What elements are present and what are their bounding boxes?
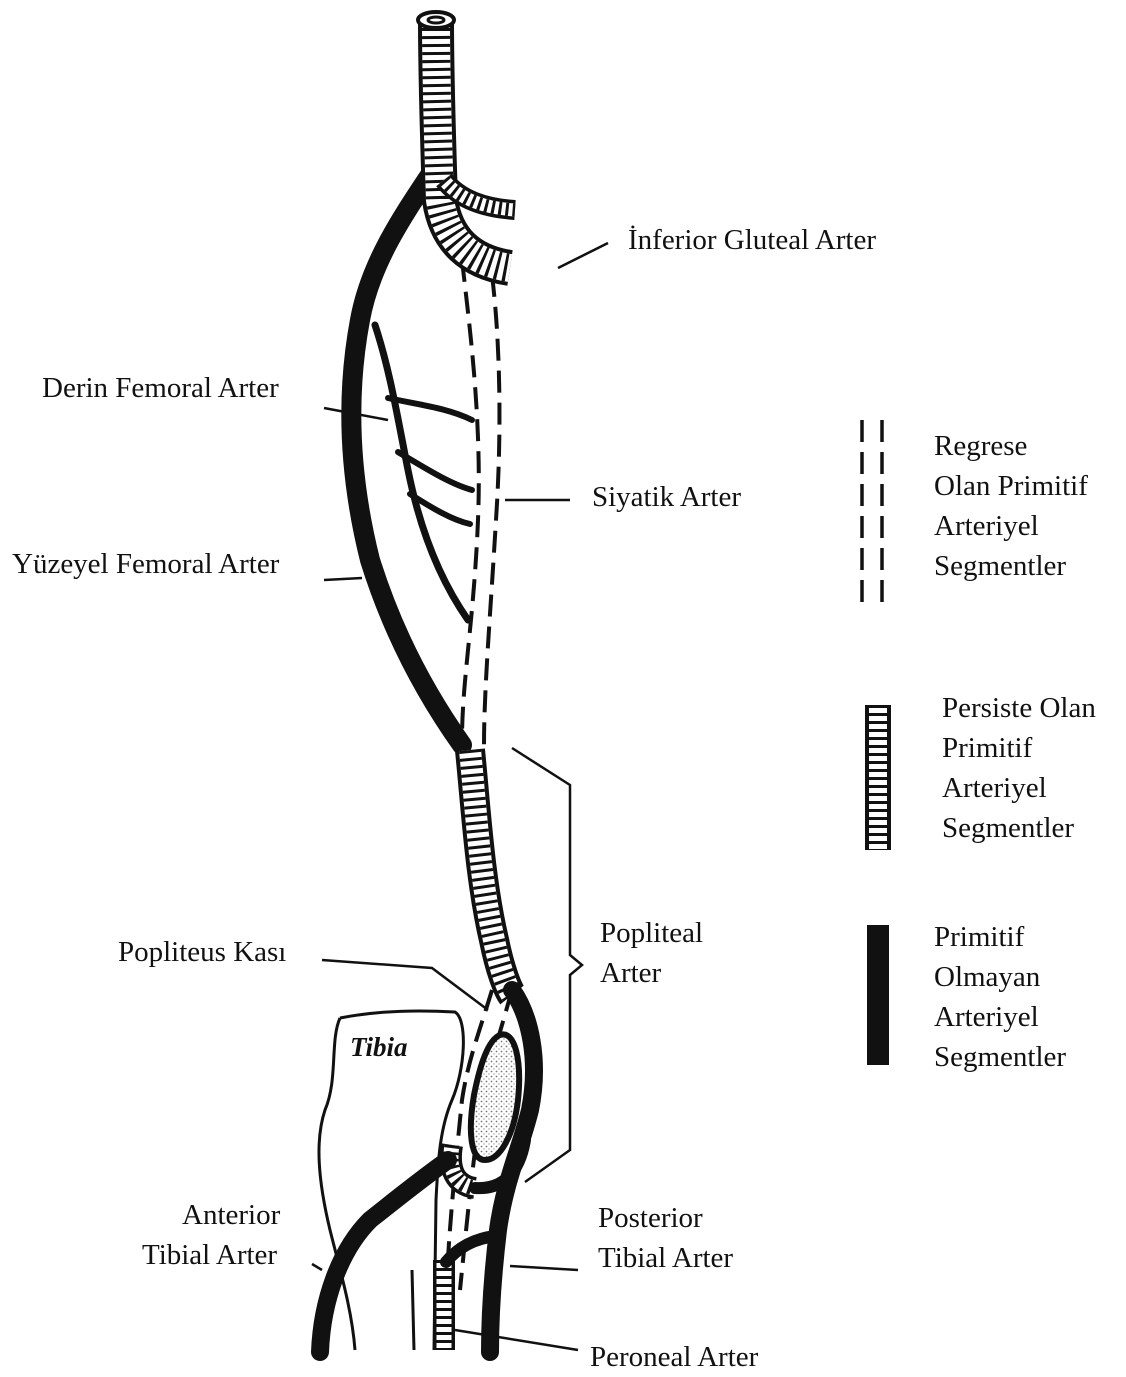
label-anterior-tibial-1: Anterior: [182, 1195, 280, 1235]
label-popliteus-kasi: Popliteus Kası: [118, 932, 286, 972]
legend-ringed: Persiste Olan Primitif Arteriyel Segment…: [942, 688, 1096, 848]
dashed-vessel-icon: [862, 420, 882, 610]
legend-solid: Primitif Olmayan Arteriyel Segmentler: [934, 917, 1066, 1077]
label-siyatik: Siyatik Arter: [592, 477, 741, 517]
label-yuzeyel-femoral: Yüzeyel Femoral Arter: [12, 544, 279, 584]
label-peroneal: Peroneal Arter: [590, 1337, 758, 1377]
legend-text: Olan Primitif: [934, 466, 1088, 506]
label-inferior-gluteal: İnferior Gluteal Arter: [628, 220, 876, 260]
legend-text: Primitif: [942, 728, 1096, 768]
legend-text: Primitif: [934, 917, 1066, 957]
label-popliteal-2: Arter: [600, 953, 661, 993]
label-popliteal-1: Popliteal: [600, 913, 703, 953]
label-tibia: Tibia: [350, 1032, 408, 1063]
legend-dashed: Regrese Olan Primitif Arteriyel Segmentl…: [934, 426, 1088, 586]
legend-text: Segmentler: [942, 808, 1096, 848]
legend-text: Arteriyel: [934, 506, 1088, 546]
legend-text: Olmayan: [934, 957, 1066, 997]
label-derin-femoral: Derin Femoral Arter: [42, 368, 279, 408]
legend-text: Arteriyel: [934, 997, 1066, 1037]
label-posterior-tibial-1: Posterior: [598, 1198, 703, 1238]
legend-text: Regrese: [934, 426, 1088, 466]
label-posterior-tibial-2: Tibial Arter: [598, 1238, 733, 1278]
legend-text: Segmentler: [934, 1037, 1066, 1077]
legend-text: Persiste Olan: [942, 688, 1096, 728]
legend-text: Arteriyel: [942, 768, 1096, 808]
label-anterior-tibial-2: Tibial Arter: [142, 1235, 277, 1275]
legend-text: Segmentler: [934, 546, 1088, 586]
